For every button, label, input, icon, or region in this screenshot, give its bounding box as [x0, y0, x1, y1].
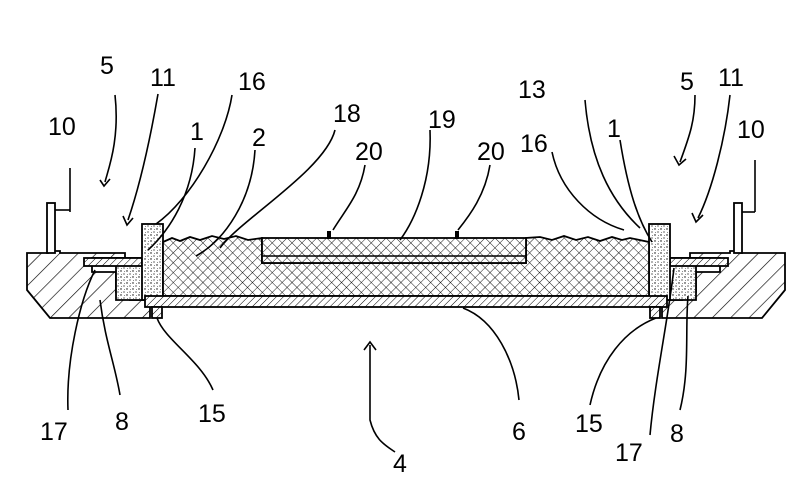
seal-right — [649, 306, 661, 319]
base-plate — [144, 295, 668, 308]
pin-right — [455, 231, 459, 239]
frame-member-right — [661, 250, 786, 319]
label-18: 18 — [333, 100, 361, 128]
handle-right — [733, 202, 743, 254]
label-11-right: 11 — [718, 64, 744, 92]
label-19: 19 — [428, 106, 456, 134]
label-11-left: 11 — [150, 64, 176, 92]
label-13: 13 — [518, 76, 546, 104]
label-16-left: 16 — [238, 68, 266, 96]
label-20-left: 20 — [355, 138, 383, 166]
pin-left — [327, 231, 331, 239]
label-8-left: 8 — [115, 408, 129, 436]
label-8-right: 8 — [670, 420, 684, 448]
label-4: 4 — [393, 450, 407, 478]
label-6: 6 — [512, 418, 526, 446]
label-10-right: 10 — [737, 116, 765, 144]
label-15-left: 15 — [198, 400, 226, 428]
label-2: 2 — [252, 124, 266, 152]
label-5-right: 5 — [680, 68, 694, 96]
reference-labels: 5 11 16 10 1 2 18 20 19 20 13 5 11 1 16 … — [40, 52, 765, 478]
handle-left — [46, 202, 56, 254]
surface-plate — [261, 237, 527, 264]
label-5-left: 5 — [100, 52, 114, 80]
label-15-right: 15 — [575, 410, 603, 438]
label-17-right: 17 — [615, 439, 643, 467]
leader-lines — [55, 93, 756, 453]
label-17-left: 17 — [40, 418, 68, 446]
seal-left — [151, 306, 163, 319]
rim-right — [648, 223, 671, 301]
label-16-right: 16 — [520, 130, 548, 158]
label-10-left: 10 — [48, 113, 76, 141]
rim-left — [141, 223, 164, 301]
label-1-left: 1 — [190, 118, 204, 146]
label-20-right: 20 — [477, 138, 505, 166]
label-1-right: 1 — [607, 115, 621, 143]
support-bar-left — [83, 257, 143, 267]
support-bar-right — [669, 257, 729, 267]
